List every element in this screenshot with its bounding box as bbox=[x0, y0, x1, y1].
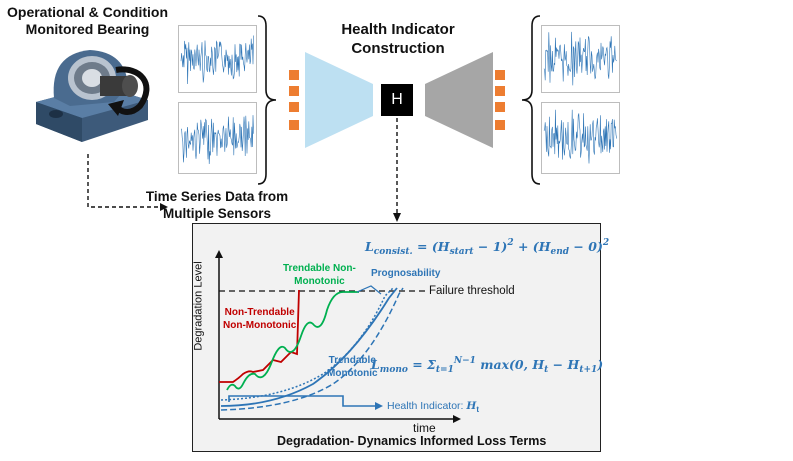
non-trendable-curve bbox=[219, 289, 300, 383]
x-axis-label: time bbox=[413, 421, 436, 435]
health-indicator-arrowhead bbox=[375, 402, 383, 410]
decoder-feature-1 bbox=[495, 70, 505, 80]
trendable-monotonic-curve bbox=[220, 287, 398, 407]
hi-title-line1: Health Indicator bbox=[341, 21, 455, 38]
eq-sub: t+1 bbox=[579, 365, 598, 375]
eq-part: = (H bbox=[412, 239, 450, 254]
hi-title-line2: Construction bbox=[351, 40, 445, 57]
decoder-feature-3 bbox=[495, 102, 505, 112]
bearing-title-line2: Monitored Bearing bbox=[25, 21, 150, 37]
bearing-illustration bbox=[36, 50, 150, 142]
output-brace bbox=[521, 15, 541, 185]
health-indicator-node: H bbox=[381, 84, 413, 116]
eq-part: − 0) bbox=[569, 239, 603, 254]
time-series-label: Time Series Data from Multiple Sensors bbox=[132, 188, 302, 222]
encoder-feature-1 bbox=[289, 70, 299, 80]
degradation-panel: Degradation Level time Failure threshold… bbox=[192, 223, 609, 452]
label-line2: Non-Monotonic bbox=[223, 320, 297, 331]
input-sensor-plot-1 bbox=[178, 25, 257, 93]
time-series-label-line1: Time Series Data from bbox=[145, 189, 289, 204]
signal-trace bbox=[180, 35, 254, 85]
y-axis-label: Degradation Level bbox=[192, 261, 205, 351]
eq-part: + (H bbox=[513, 239, 551, 254]
input-brace bbox=[257, 15, 277, 185]
prognosability-mark bbox=[356, 285, 382, 295]
hi-to-panel-arrow bbox=[393, 118, 401, 222]
eq-sub: consist. bbox=[373, 247, 413, 257]
eq-part: L bbox=[371, 357, 380, 372]
encoder-block bbox=[305, 52, 373, 148]
eq-sup: 2 bbox=[602, 238, 610, 248]
decoder-feature-2 bbox=[495, 86, 505, 96]
eq-part: max(0, H bbox=[475, 357, 545, 372]
bearing-title-line1: Operational & Condition bbox=[7, 4, 168, 20]
signal-path bbox=[543, 109, 617, 164]
health-indicator-signal bbox=[228, 395, 375, 407]
y-axis-arrowhead bbox=[215, 250, 223, 258]
health-indicator-symbol: H bbox=[466, 400, 477, 412]
consistency-loss-equation: Lconsist. = (Hstart − 1)2 + (Hend − 0)2 bbox=[365, 238, 609, 257]
panel-caption: Degradation- Dynamics Informed Loss Term… bbox=[277, 434, 547, 448]
monotonic-dashed-curve bbox=[220, 287, 404, 411]
eq-part: − 1) bbox=[473, 239, 508, 254]
eq-sub: end bbox=[550, 247, 570, 257]
monotonic-dotted-curve bbox=[220, 287, 394, 401]
eq-sup: N−1 bbox=[453, 356, 476, 366]
trendable-monotonic-label: Trendable Monotonic bbox=[327, 354, 378, 380]
monotonicity-loss-equation: Lmono = Σt=1N−1 max(0, Ht − Ht+1) bbox=[371, 356, 603, 375]
decoder-block bbox=[425, 52, 493, 148]
time-series-label-line2: Multiple Sensors bbox=[162, 206, 272, 221]
health-indicator-label: Health Indicator: Ht bbox=[387, 400, 479, 414]
degradation-plot bbox=[215, 250, 461, 423]
label-line2: Monotonic bbox=[327, 368, 378, 379]
input-sensor-plot-2 bbox=[178, 102, 257, 174]
signal-path bbox=[180, 35, 254, 85]
output-sensor-plot-1 bbox=[541, 25, 620, 93]
eq-part: ) bbox=[597, 357, 604, 372]
decoder-feature-4 bbox=[495, 120, 505, 130]
non-trendable-non-monotonic-label: Non-Trendable Non-Monotonic bbox=[223, 306, 296, 332]
eq-sub: mono bbox=[379, 365, 408, 375]
label-line1: Trendable bbox=[328, 355, 376, 366]
label-line2: Monotonic bbox=[294, 276, 345, 287]
encoder-feature-2 bbox=[289, 86, 299, 96]
signal-trace bbox=[180, 115, 254, 165]
health-indicator-subscript: t bbox=[476, 405, 479, 415]
eq-sup: 2 bbox=[507, 238, 514, 248]
eq-sub: t bbox=[544, 365, 549, 375]
eq-part: L bbox=[365, 239, 374, 254]
prognosability-label: Prognosability bbox=[371, 268, 441, 279]
signal-trace bbox=[543, 31, 617, 86]
eq-part: − H bbox=[548, 357, 580, 372]
label-line1: Non-Trendable bbox=[224, 307, 295, 318]
failure-threshold-label: Failure threshold bbox=[429, 285, 515, 297]
signal-trace bbox=[543, 109, 617, 164]
encoder-feature-4 bbox=[289, 120, 299, 130]
trendable-non-monotonic-label: Trendable Non- Monotonic bbox=[283, 262, 356, 288]
eq-sub: start bbox=[449, 247, 474, 257]
label-line1: Trendable Non- bbox=[283, 263, 356, 274]
trendable-non-monotonic-curve bbox=[226, 291, 359, 391]
signal-path bbox=[543, 31, 617, 86]
eq-sub: t=1 bbox=[435, 365, 454, 375]
signal-path bbox=[180, 115, 254, 165]
bearing-title: Operational & Condition Monitored Bearin… bbox=[0, 4, 175, 38]
x-axis-arrowhead bbox=[453, 415, 461, 423]
health-indicator-text: Health Indicator: bbox=[387, 400, 464, 412]
output-sensor-plot-2 bbox=[541, 102, 620, 174]
eq-part: = Σ bbox=[407, 357, 436, 372]
encoder-feature-3 bbox=[289, 102, 299, 112]
hi-construction-title: Health Indicator Construction bbox=[318, 20, 478, 58]
bearing-to-data-arrow bbox=[87, 154, 168, 211]
